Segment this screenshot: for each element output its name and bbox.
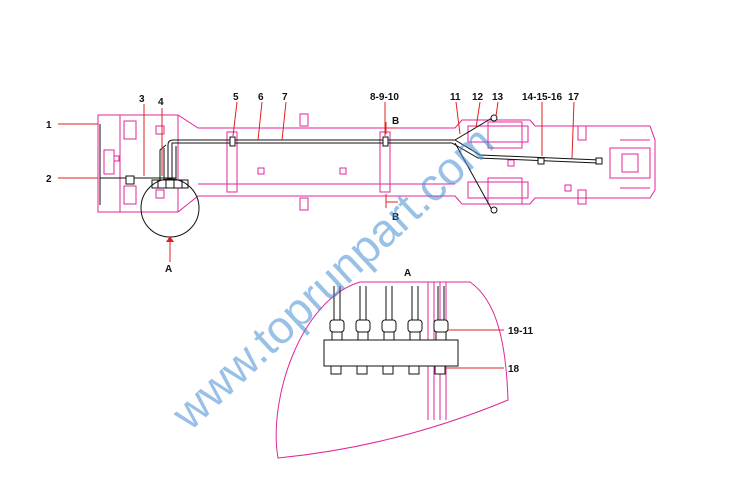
callout-3: 3: [139, 94, 145, 105]
section-b-bottom: B: [392, 212, 399, 223]
section-b-top: B: [392, 116, 399, 127]
arrow-a: [166, 236, 174, 242]
callout-5: 5: [233, 92, 239, 103]
callout-2: 2: [46, 174, 52, 185]
callout-7: 7: [282, 92, 288, 103]
callout-18: 18: [508, 364, 520, 375]
callout-19-11: 19-11: [508, 326, 533, 337]
callout-8-9-10: 8-9-10: [370, 92, 399, 103]
callout-1: 1: [46, 120, 52, 131]
watermark: www.toprunpart.com: [161, 115, 504, 440]
section-a-main: A: [165, 264, 172, 275]
callout-6: 6: [258, 92, 264, 103]
hydraulic-lines: [99, 114, 603, 214]
callout-12: 12: [472, 92, 484, 103]
chassis-frame: [97, 113, 656, 213]
detail-view-a: [275, 281, 509, 459]
leader-lines: [58, 101, 575, 179]
callout-17: 17: [568, 92, 580, 103]
callout-14-15-16: 14-15-16: [522, 92, 562, 103]
callout-4: 4: [158, 97, 164, 108]
callout-13: 13: [492, 92, 504, 103]
callout-11: 11: [450, 92, 461, 103]
section-a-detail: A: [404, 268, 411, 279]
